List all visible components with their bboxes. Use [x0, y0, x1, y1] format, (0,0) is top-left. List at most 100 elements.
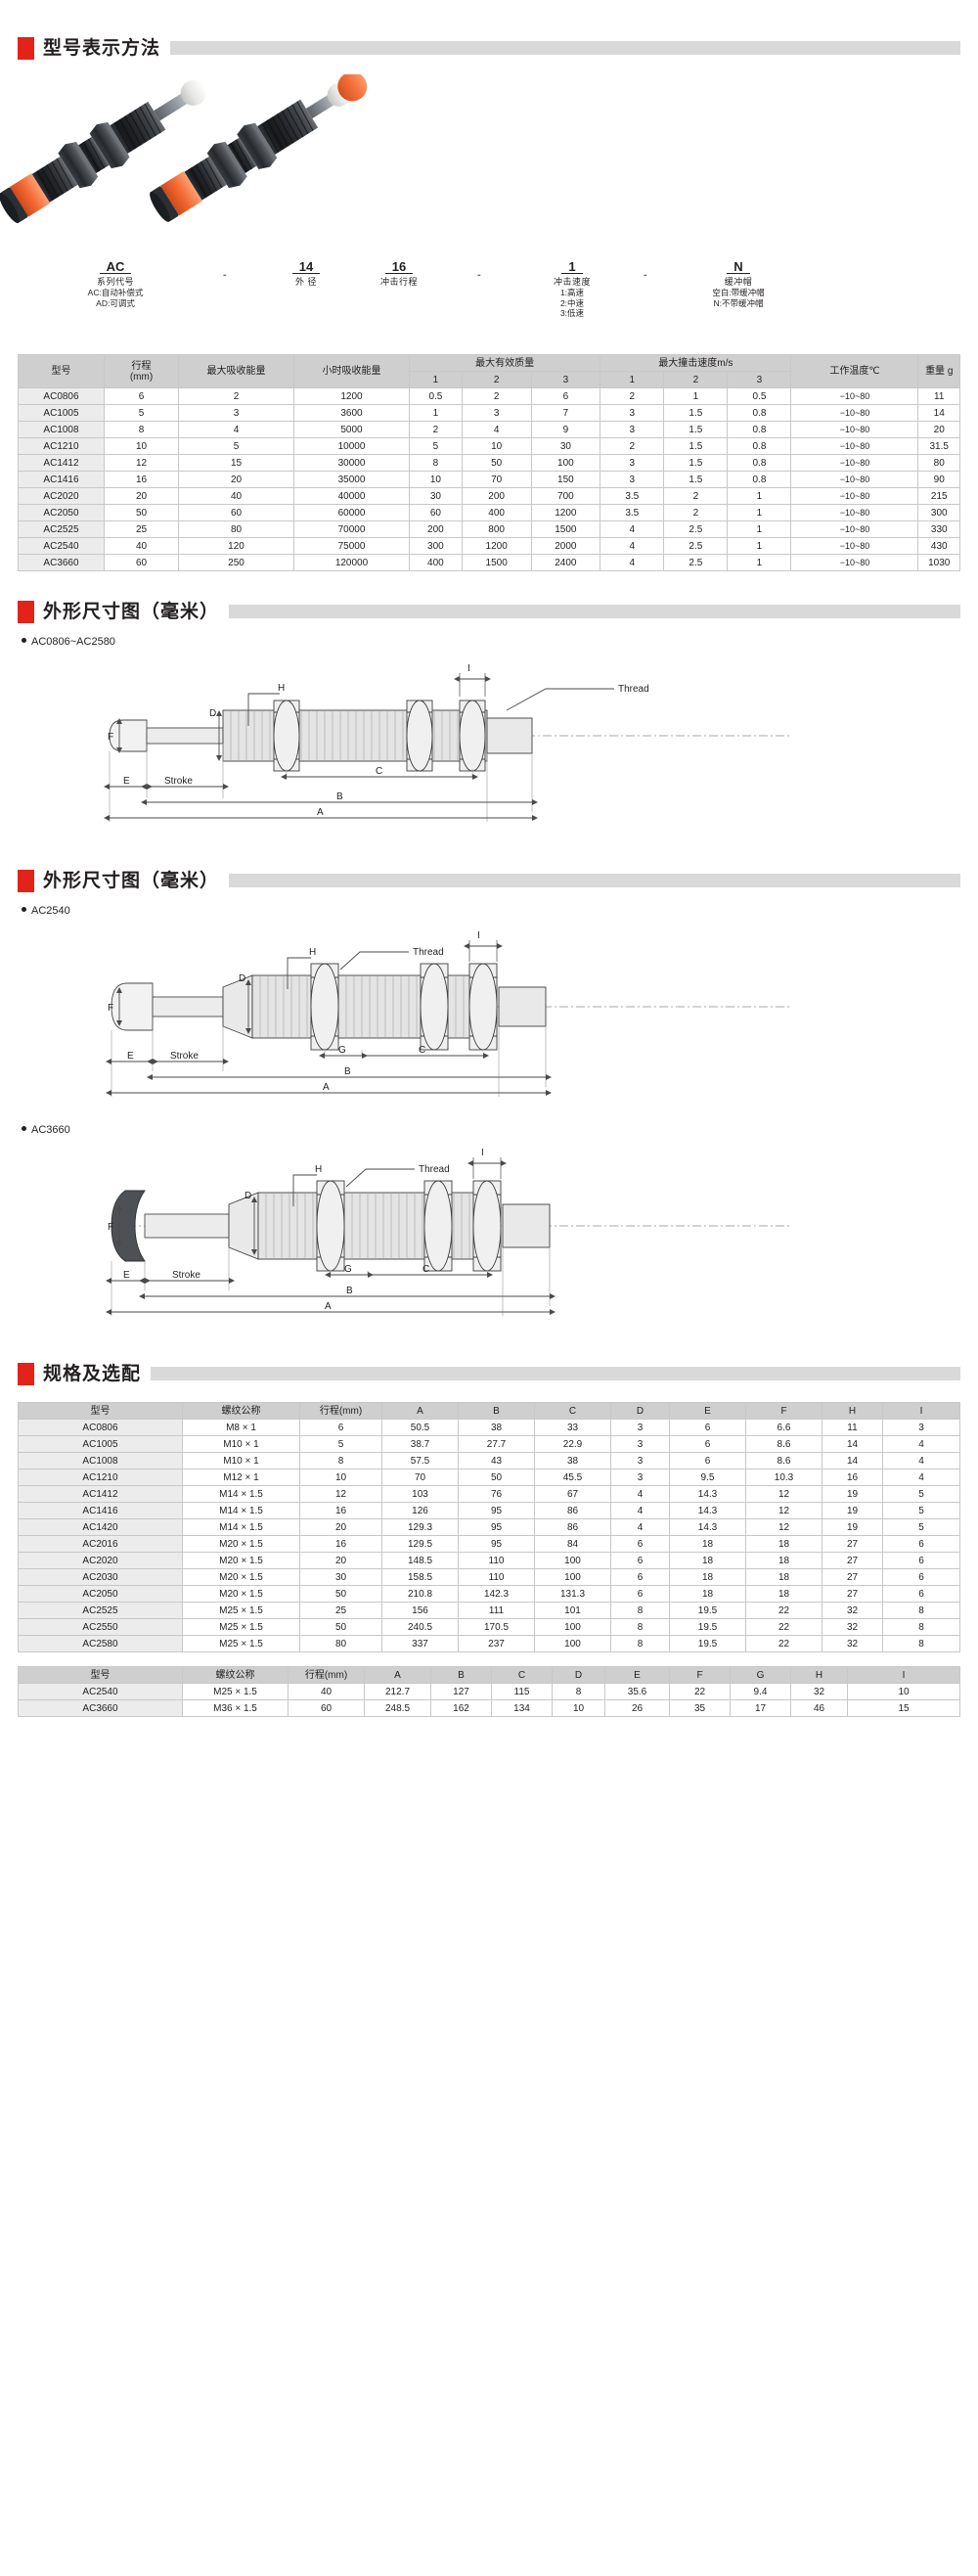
cell-H: 19 — [822, 1518, 883, 1536]
spacer — [0, 1652, 978, 1666]
cell-I: 5 — [882, 1518, 960, 1536]
cell-F: 18 — [745, 1535, 822, 1553]
cell-stroke: 20 — [104, 487, 179, 505]
spacer — [0, 1388, 978, 1402]
spacer-before-dim2 — [0, 840, 978, 866]
callout-stroke: Stroke — [172, 1270, 200, 1281]
callout-thread: Thread — [419, 1164, 450, 1175]
cell-stroke: 40 — [104, 537, 179, 555]
cell-H: 19 — [822, 1485, 883, 1503]
th-max-speed: 最大撞击速度m/s — [600, 354, 792, 372]
cell-行程(mm): 12 — [299, 1485, 382, 1503]
th-temp: 工作温度℃ — [790, 354, 919, 388]
th-max-mass: 最大有效质量 — [408, 354, 601, 372]
th-mass-1: 1 — [409, 371, 463, 388]
cell-temp: −10~80 — [790, 421, 919, 438]
pn-segment-stroke: 16 冲击行程 — [350, 260, 448, 288]
cell-m2: 3 — [461, 404, 532, 422]
cell-temp: −10~80 — [790, 437, 919, 455]
red-square-marker — [18, 869, 34, 892]
cell-temp: −10~80 — [790, 504, 919, 521]
cell-m2: 1500 — [461, 554, 532, 571]
cell-A: 103 — [381, 1485, 459, 1503]
th-g: G — [730, 1666, 791, 1684]
part-number-decode: AC 系列代号 AC:自动补偿式 AD:可调式 - 14 外 径 16 冲击行程… — [0, 260, 978, 354]
header-gray-bar — [151, 1367, 960, 1380]
cell-B: 38 — [458, 1419, 535, 1436]
pn-sub-series-1: AC:自动补偿式 — [87, 288, 144, 297]
cell-F: 22 — [745, 1635, 822, 1652]
pn-dash-3: - — [644, 269, 647, 281]
cell-v1: 4 — [600, 537, 665, 555]
th--: 型号 — [18, 1402, 183, 1420]
cell-v2: 2.5 — [663, 520, 729, 538]
th--: 型号 — [18, 1666, 183, 1684]
cell-E: 6 — [669, 1419, 746, 1436]
pn-segment-diameter: 14 外 径 — [262, 260, 350, 288]
callout-stroke: Stroke — [164, 776, 193, 787]
cell-stroke: 16 — [104, 471, 179, 488]
cell-m2: 50 — [461, 454, 532, 472]
cell-螺纹公称: M10 × 1 — [182, 1435, 300, 1453]
cell-temp: −10~80 — [790, 387, 919, 405]
cell-行程(mm): 8 — [299, 1452, 382, 1469]
top-spacer — [0, 0, 978, 33]
cell-F: 12 — [745, 1485, 822, 1503]
pn-segment-series: AC 系列代号 AC:自动补偿式 AD:可调式 — [47, 260, 184, 308]
th-b: B — [430, 1666, 492, 1684]
cell-stroke: 8 — [104, 421, 179, 438]
cell-m2: 200 — [461, 487, 532, 505]
red-square-marker — [18, 1362, 34, 1385]
cell-stroke: 10 — [104, 437, 179, 455]
cell-H: 32 — [822, 1618, 883, 1636]
cell-F: 22 — [745, 1618, 822, 1636]
callout-I: I — [477, 930, 480, 941]
cell-I: 4 — [882, 1435, 960, 1453]
pn-sub-cap-2: N:不带缓冲帽 — [713, 297, 764, 308]
callout-H: H — [315, 1164, 322, 1175]
cell-model: AC1412 — [18, 1485, 183, 1503]
cell-E: 14.3 — [669, 1485, 746, 1503]
cell-A: 129.5 — [381, 1535, 459, 1553]
cell-H: 27 — [822, 1535, 883, 1553]
cell-螺纹公称: M20 × 1.5 — [182, 1585, 300, 1603]
cell-m1: 1 — [409, 404, 463, 422]
cell-model: AC3660 — [18, 1699, 183, 1717]
cell-temp: −10~80 — [790, 537, 919, 555]
cell-weight: 80 — [917, 454, 960, 472]
cell-螺纹公称: M14 × 1.5 — [182, 1502, 300, 1519]
cell-m3: 6 — [530, 387, 601, 405]
callout-B: B — [346, 1286, 353, 1296]
cell-v1: 3.5 — [600, 487, 665, 505]
cell-B: 95 — [458, 1535, 535, 1553]
cell-D: 4 — [610, 1485, 670, 1503]
cell-m3: 150 — [530, 471, 601, 488]
cell-A: 337 — [381, 1635, 459, 1652]
cell-m1: 30 — [409, 487, 463, 505]
cell-H: 32 — [790, 1683, 848, 1700]
cell-A: 126 — [381, 1502, 459, 1519]
cell-v1: 2 — [600, 387, 665, 405]
th-speed-2: 2 — [663, 371, 729, 388]
cell-螺纹公称: M25 × 1.5 — [182, 1635, 300, 1652]
th-hourly-energy: 小时吸收能量 — [293, 354, 410, 388]
cell-I: 15 — [847, 1699, 960, 1717]
callout-H: H — [309, 947, 316, 958]
cell-temp: −10~80 — [790, 487, 919, 505]
cell-m3: 2400 — [530, 554, 601, 571]
cell-C: 38 — [534, 1452, 611, 1469]
section-header-model-designation: 型号表示方法 — [18, 33, 978, 63]
cell-model: AC1008 — [18, 1452, 183, 1469]
cell-行程(mm): 16 — [299, 1502, 382, 1519]
cell-A: 70 — [381, 1469, 459, 1486]
